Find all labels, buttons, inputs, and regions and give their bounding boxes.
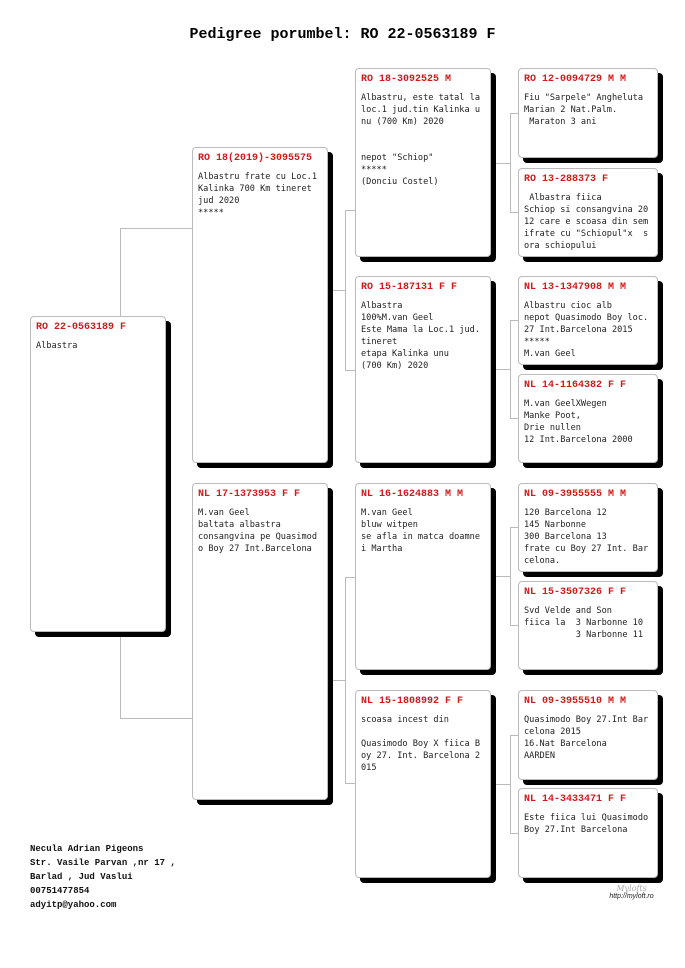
ring-number: RO 15-187131 F F <box>361 282 458 293</box>
ring-number: NL 17-1373953 F F <box>198 489 301 500</box>
pigeon-notes: Albastra 100%M.van Geel Este Mama la Loc… <box>361 301 480 371</box>
pigeon-notes: M.van Geel baltata albastra consangvina … <box>198 508 317 554</box>
connector-line <box>510 212 518 213</box>
pigeon-notes: M.van Geel bluw witpen se afla in matca … <box>361 508 480 554</box>
connector-line <box>491 369 510 370</box>
ring-number: RO 13-288373 F <box>524 174 609 185</box>
connector-line <box>510 113 518 114</box>
connector-line <box>345 370 355 371</box>
connector-line <box>345 577 355 578</box>
pigeon-card: NL 14-3433471 F F Este fiica lui Quasimod… <box>518 788 658 878</box>
pigeon-card: NL 09-3955510 M M Quasimodo Boy 27.Int Ba… <box>518 690 658 780</box>
pigeon-card: NL 15-3507326 F F Svd Velde and Son fiica… <box>518 581 658 670</box>
pigeon-notes: Albastru, este tatal la loc.1 jud.tin Ka… <box>361 93 480 187</box>
breeder-phone: 00751477854 <box>30 886 90 896</box>
logo-url[interactable]: http://myloft.ro <box>609 893 654 900</box>
pigeon-card: NL 17-1373953 F F M.van Geel baltata alba… <box>192 483 328 800</box>
breeder-street: Str. Vasile Parvan ,nr 17 , <box>30 858 176 868</box>
pigeon-notes: Albastra <box>36 341 78 351</box>
connector-line <box>491 784 510 785</box>
ring-number: RO 18-3092525 M <box>361 74 452 85</box>
connector-line <box>510 735 511 833</box>
breeder-email[interactable]: adyitp@yahoo.com <box>30 900 117 910</box>
logo-signature: Mylofts <box>616 884 647 893</box>
connector-line <box>510 833 518 834</box>
pigeon-notes: scoasa incest din Quasimodo Boy X fiica … <box>361 715 480 773</box>
pigeon-notes: Quasimodo Boy 27.Int Barcelona 2015 16.N… <box>524 715 649 761</box>
ring-number: NL 14-3433471 F F <box>524 794 627 805</box>
connector-line <box>510 320 511 418</box>
pigeon-notes: 120 Barcelona 12 145 Narbonne 300 Barcel… <box>524 508 649 566</box>
connector-line <box>510 320 518 321</box>
ring-number: RO 22-0563189 F <box>36 322 127 333</box>
pigeon-card: RO 13-288373 F Albastra fiica Schiop si … <box>518 168 658 257</box>
breeder-name: Necula Adrian Pigeons <box>30 844 144 854</box>
connector-line <box>510 625 518 626</box>
connector-line <box>510 113 511 212</box>
connector-line <box>120 228 192 229</box>
connector-line <box>510 527 518 528</box>
pigeon-card: RO 18-3092525 M Albastru, este tatal la l… <box>355 68 491 257</box>
connector-line <box>345 577 346 783</box>
ring-number: NL 15-1808992 F F <box>361 696 464 707</box>
pigeon-card: NL 15-1808992 F F scoasa incest din Quasi… <box>355 690 491 878</box>
pigeon-notes: Este fiica lui Quasimodo Boy 27.Int Barc… <box>524 813 654 835</box>
ring-number: NL 13-1347908 M M <box>524 282 627 293</box>
connector-line <box>120 718 192 719</box>
pigeon-card: RO 22-0563189 F Albastra <box>30 316 166 632</box>
pigeon-notes: Svd Velde and Son fiica la 3 Narbonne 10… <box>524 606 644 640</box>
ring-number: RO 12-0094729 M M <box>524 74 627 85</box>
pigeon-card: RO 15-187131 F F Albastra 100%M.van Geel … <box>355 276 491 463</box>
pigeon-notes: M.van GeelXWegen Manke Poot, Drie nullen… <box>524 399 633 445</box>
pigeon-card: RO 12-0094729 M M Fiu "Sarpele" Angheluta… <box>518 68 658 158</box>
connector-line <box>510 418 518 419</box>
myloft-logo: Mylofts http://myloft.ro <box>604 884 659 900</box>
connector-line <box>328 680 345 681</box>
connector-line <box>345 210 355 211</box>
pigeon-card: NL 09-3955555 M M 120 Barcelona 12 145 Na… <box>518 483 658 572</box>
connector-line <box>510 735 518 736</box>
ring-number: NL 09-3955510 M M <box>524 696 627 707</box>
pigeon-notes: Albastru cioc alb nepot Quasimodo Boy lo… <box>524 301 649 359</box>
connector-line <box>328 290 345 291</box>
connector-line <box>510 527 511 625</box>
ring-number: NL 15-3507326 F F <box>524 587 627 598</box>
connector-line <box>345 783 355 784</box>
breeder-city: Barlad , Jud Vaslui <box>30 872 133 882</box>
pigeon-card: NL 16-1624883 M M M.van Geel bluw witpen … <box>355 483 491 670</box>
ring-number: NL 16-1624883 M M <box>361 489 464 500</box>
pigeon-notes: Fiu "Sarpele" Angheluta Marian 2 Nat.Pal… <box>524 93 643 127</box>
ring-number: NL 14-1164382 F F <box>524 380 627 391</box>
pigeon-notes: Albastra fiica Schiop si consangvina 201… <box>524 193 649 251</box>
connector-line <box>491 576 510 577</box>
pigeon-notes: Albastru frate cu Loc.1 Kalinka 700 Km t… <box>198 172 317 218</box>
pigeon-card: NL 14-1164382 F F M.van GeelXWegen Manke … <box>518 374 658 463</box>
breeder-contact: Necula Adrian Pigeons Str. Vasile Parvan… <box>30 842 176 912</box>
connector-line <box>491 162 510 164</box>
pigeon-card: NL 13-1347908 M M Albastru cioc alb nepot… <box>518 276 658 365</box>
ring-number: RO 18(2019)-3095575 <box>198 153 313 164</box>
ring-number: NL 09-3955555 M M <box>524 489 627 500</box>
page-title: Pedigree porumbel: RO 22-0563189 F <box>189 26 496 43</box>
connector-line <box>345 210 346 370</box>
